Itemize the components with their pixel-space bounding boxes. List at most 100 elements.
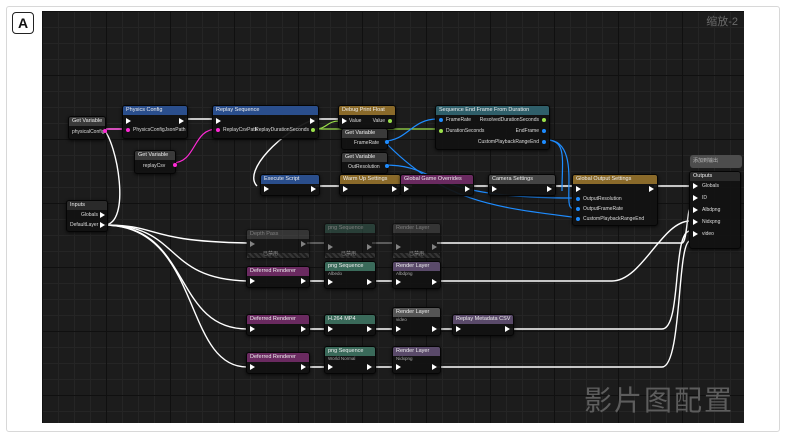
exec-out-pin[interactable] <box>432 279 437 285</box>
exec-wire <box>437 220 691 282</box>
exec-out-pin[interactable] <box>432 364 437 370</box>
exec-in-pin[interactable] <box>343 186 348 192</box>
object-pin[interactable] <box>542 140 546 144</box>
exec-in-pin[interactable] <box>342 118 347 124</box>
struct-pin[interactable] <box>388 119 392 123</box>
object-pin[interactable] <box>439 118 443 122</box>
exec-in-pin[interactable] <box>693 195 698 201</box>
exec-in-pin[interactable] <box>328 364 333 370</box>
exec-out-pin[interactable] <box>392 186 397 192</box>
exec-in-pin[interactable] <box>250 326 255 332</box>
get-variable-replay-csv-node[interactable]: Get Variable replayCsv <box>134 150 177 174</box>
exec-in-pin[interactable] <box>456 326 461 332</box>
replay-sequence-node[interactable]: Replay Sequence ReplayCsvPath ReplayDura… <box>212 105 319 139</box>
outputs-comment[interactable]: 添加到输出 <box>690 155 742 168</box>
exec-out-pin[interactable] <box>432 244 437 250</box>
get-variable-physical-config-node[interactable]: Get Variable physicalConfig <box>68 116 107 140</box>
object-pin[interactable] <box>385 164 389 168</box>
camera-settings-node[interactable]: Camera Settings <box>488 174 556 196</box>
outputs-node[interactable]: Outputs Globals ID Albdpng Nidxpng video <box>689 171 741 249</box>
exec-in-pin[interactable] <box>396 364 401 370</box>
exec-out-pin[interactable] <box>310 118 315 124</box>
exec-in-pin[interactable] <box>576 186 581 192</box>
exec-in-pin[interactable] <box>328 244 333 250</box>
object-pin[interactable] <box>542 129 546 133</box>
png-sequence-albedo-node[interactable]: png Sequence Albedo <box>324 261 376 289</box>
exec-in-pin[interactable] <box>693 231 698 237</box>
exec-out-pin[interactable] <box>505 326 510 332</box>
exec-out-pin[interactable] <box>547 186 552 192</box>
node-title: Global Game Overrides <box>401 175 473 184</box>
debug-print-float-node[interactable]: Debug Print Float Value Value <box>338 105 396 129</box>
exec-out-pin[interactable] <box>301 278 306 284</box>
exec-in-pin[interactable] <box>328 279 333 285</box>
exec-out-pin[interactable] <box>100 212 105 218</box>
object-pin[interactable] <box>576 207 580 211</box>
exec-out-pin[interactable] <box>179 118 184 124</box>
get-variable-out-resolution-node[interactable]: Get Variable OutResolution <box>341 152 389 174</box>
graph-canvas[interactable]: 缩放-2 <box>42 11 744 423</box>
global-output-settings-node[interactable]: Global Output Settings OutputResolution … <box>572 174 658 226</box>
exec-out-pin[interactable] <box>649 186 654 192</box>
exec-out-pin[interactable] <box>301 364 306 370</box>
exec-in-pin[interactable] <box>492 186 497 192</box>
depth-pass-node[interactable]: Depth Pass 已禁用 <box>246 229 310 259</box>
string-pin[interactable] <box>173 163 177 167</box>
struct-pin[interactable] <box>311 128 315 132</box>
render-layer-disabled-node[interactable]: Render Layer 已禁用 <box>392 223 441 259</box>
disabled-hatch <box>393 253 440 258</box>
warm-up-settings-node[interactable]: Warm Up Settings <box>339 174 401 196</box>
exec-in-pin[interactable] <box>404 186 409 192</box>
exec-out-pin[interactable] <box>301 241 306 247</box>
string-pin[interactable] <box>126 128 130 132</box>
exec-out-pin[interactable] <box>367 326 372 332</box>
exec-in-pin[interactable] <box>216 118 221 124</box>
exec-out-pin[interactable] <box>367 364 372 370</box>
node-title: png Sequence <box>325 262 375 271</box>
object-pin[interactable] <box>385 140 389 144</box>
exec-in-pin[interactable] <box>250 241 255 247</box>
exec-in-pin[interactable] <box>264 186 269 192</box>
h264-mp4-node[interactable]: H.264 MP4 <box>324 314 376 336</box>
render-layer-video-node[interactable]: Render Layer video <box>392 307 441 336</box>
global-game-overrides-node[interactable]: Global Game Overrides <box>400 174 474 196</box>
exec-in-pin[interactable] <box>396 326 401 332</box>
exec-in-pin[interactable] <box>396 279 401 285</box>
exec-out-pin[interactable] <box>367 244 372 250</box>
execute-script-node[interactable]: Execute Script <box>260 174 320 196</box>
exec-in-pin[interactable] <box>396 244 401 250</box>
string-pin[interactable] <box>216 128 220 132</box>
physics-config-node[interactable]: Physics Config PhysicsConfigJsonPath <box>122 105 188 139</box>
deferred-renderer-node-1[interactable]: Deferred Renderer <box>246 266 310 288</box>
exec-in-pin[interactable] <box>250 364 255 370</box>
struct-pin[interactable] <box>439 129 443 133</box>
object-pin[interactable] <box>576 217 580 221</box>
exec-in-pin[interactable] <box>693 183 698 189</box>
exec-out-pin[interactable] <box>100 222 105 228</box>
replay-metadata-csv-node[interactable]: Replay Metadata CSV <box>452 314 514 336</box>
get-variable-frame-rate-node[interactable]: Get Variable FrameRate <box>341 128 389 150</box>
png-sequence-world-normal-node[interactable]: png Sequence World Normal <box>324 346 376 374</box>
exec-out-pin[interactable] <box>367 279 372 285</box>
pin-label: PhysicsConfigJsonPath <box>133 127 186 133</box>
exec-in-pin[interactable] <box>126 118 131 124</box>
exec-out-pin[interactable] <box>465 186 470 192</box>
node-title: Get Variable <box>342 129 387 138</box>
render-layer-albdpng-node[interactable]: Render Layer Albdpng <box>392 261 441 289</box>
object-pin[interactable] <box>576 197 580 201</box>
png-sequence-disabled-node[interactable]: png Sequence 已禁用 <box>324 223 376 259</box>
struct-pin[interactable] <box>542 118 546 122</box>
exec-in-pin[interactable] <box>328 326 333 332</box>
exec-out-pin[interactable] <box>432 326 437 332</box>
deferred-renderer-node-3[interactable]: Deferred Renderer <box>246 352 310 374</box>
sequence-end-frame-node[interactable]: Sequence End Frame From Duration FrameRa… <box>435 105 550 150</box>
exec-in-pin[interactable] <box>693 207 698 213</box>
deferred-renderer-node-2[interactable]: Deferred Renderer <box>246 314 310 336</box>
exec-out-pin[interactable] <box>311 186 316 192</box>
exec-out-pin[interactable] <box>301 326 306 332</box>
exec-in-pin[interactable] <box>693 219 698 225</box>
string-pin[interactable] <box>103 129 107 133</box>
exec-in-pin[interactable] <box>250 278 255 284</box>
inputs-node[interactable]: Inputs Globals DefaultLayer <box>66 200 108 232</box>
render-layer-nidxpng-node[interactable]: Render Layer Nidxpng <box>392 346 441 374</box>
